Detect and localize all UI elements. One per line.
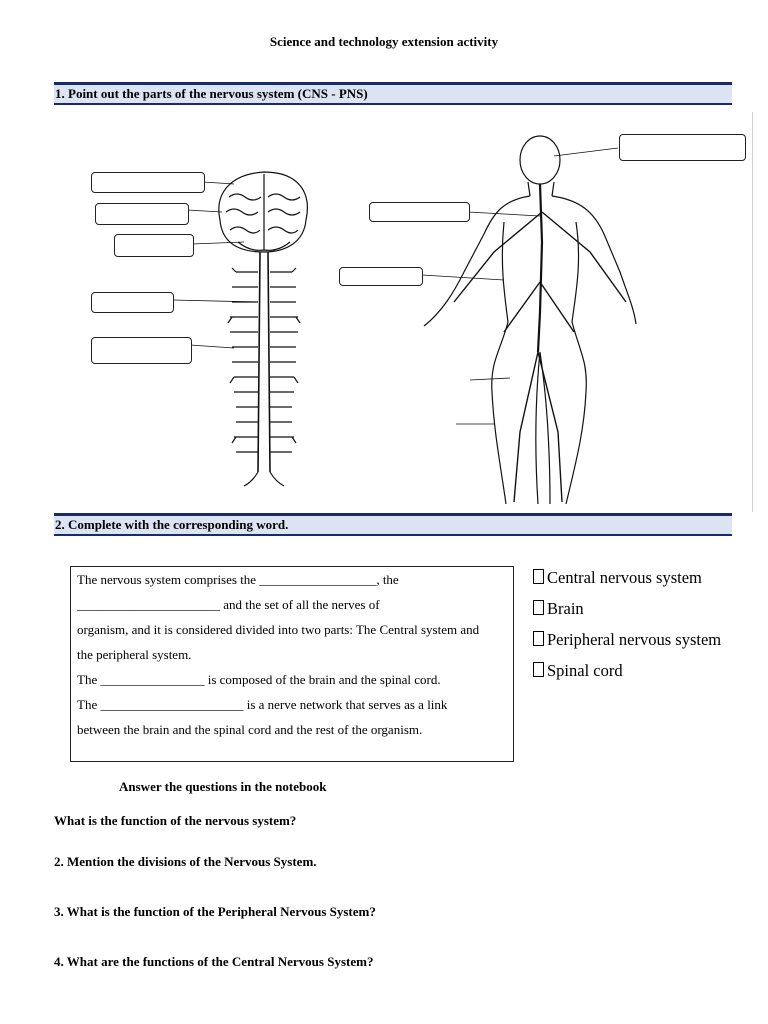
section-2-heading-text: 2. Complete with the corresponding word.	[55, 517, 289, 532]
word-option[interactable]: Brain	[533, 593, 721, 624]
nervous-system-figure	[54, 112, 753, 512]
word-option[interactable]: Peripheral nervous system	[533, 624, 721, 655]
word-option[interactable]: Central nervous system	[533, 562, 721, 593]
paragraph-line: The ______________________ is a nerve ne…	[77, 697, 448, 712]
fill-in-paragraph: The nervous system comprises the _______…	[70, 566, 514, 762]
body-nerves-drawing	[453, 183, 627, 503]
brain-drawing	[218, 171, 308, 253]
section-2-heading: 2. Complete with the corresponding word.	[54, 513, 732, 536]
question-item: What is the function of the nervous syst…	[54, 813, 297, 828]
label-box-8[interactable]	[619, 134, 746, 161]
nervous-system-illustration	[171, 135, 637, 505]
label-box-4[interactable]	[91, 292, 174, 313]
questions-instruction: Answer the questions in the notebook	[119, 779, 327, 794]
label-pointers-right	[421, 147, 619, 425]
paragraph-line: organism, and it is considered divided i…	[77, 622, 480, 637]
label-box-7[interactable]	[339, 267, 423, 286]
paragraph-line: the peripheral system.	[77, 647, 192, 662]
word-bank: Central nervous system Brain Peripheral …	[533, 562, 721, 686]
section-1-heading-text: 1. Point out the parts of the nervous sy…	[55, 86, 368, 101]
label-box-6[interactable]	[369, 202, 470, 222]
paragraph-line: ______________________ and the set of al…	[77, 597, 380, 612]
label-box-1[interactable]	[91, 172, 205, 193]
human-body-drawing	[423, 135, 637, 505]
checkbox-icon	[533, 662, 544, 677]
checkbox-icon	[533, 631, 544, 646]
label-box-5[interactable]	[91, 337, 192, 364]
section-1-heading: 1. Point out the parts of the nervous sy…	[54, 82, 732, 105]
label-box-3[interactable]	[114, 234, 194, 257]
checkbox-icon	[533, 600, 544, 615]
label-box-2[interactable]	[95, 203, 189, 225]
page-title: Science and technology extension activit…	[269, 34, 499, 49]
paragraph-line: The ________________ is composed of the …	[77, 672, 441, 687]
spinal-cord-drawing	[227, 251, 301, 487]
word-option[interactable]: Spinal cord	[533, 655, 721, 686]
question-item: 2. Mention the divisions of the Nervous …	[54, 854, 317, 869]
question-item: 3. What is the function of the Periphera…	[54, 904, 376, 919]
paragraph-line: The nervous system comprises the _______…	[77, 572, 399, 587]
question-item: 4. What are the functions of the Central…	[54, 954, 374, 969]
label-pointers-left	[171, 181, 259, 349]
checkbox-icon	[533, 569, 544, 584]
paragraph-line: between the brain and the spinal cord an…	[77, 722, 423, 737]
